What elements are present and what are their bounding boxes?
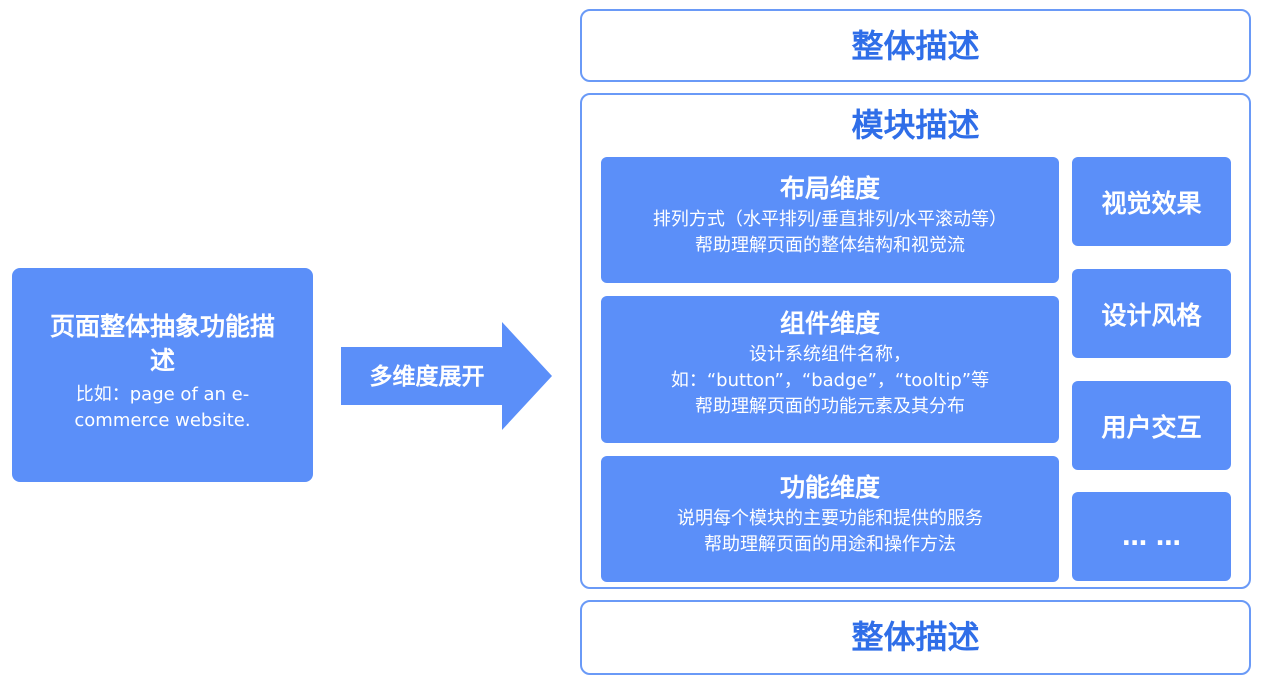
user-interaction-box: 用户交互: [1072, 381, 1231, 470]
expand-arrow-icon: [341, 322, 552, 430]
component-dimension-desc-2: 帮助理解页面的功能元素及其分布: [695, 396, 965, 417]
page-abstract-box: 页面整体抽象功能描述 比如：page of an e-commerce webs…: [12, 268, 313, 482]
module-description-title: 模块描述: [851, 106, 980, 144]
more-ellipsis-box: … …: [1072, 492, 1231, 581]
page-abstract-example: 比如：page of an e-commerce website.: [74, 384, 251, 431]
component-dimension-desc-1: 设计系统组件名称，如：“button”，“badge”，“tooltip”等: [670, 344, 990, 391]
overall-description-bottom: 整体描述: [580, 600, 1251, 675]
function-dimension-title: 功能维度: [779, 473, 880, 502]
layout-dimension-box: 布局维度 排列方式（水平排列/垂直排列/水平滚动等） 帮助理解页面的整体结构和视…: [601, 157, 1059, 283]
function-dimension-desc-2: 帮助理解页面的用途和操作方法: [704, 534, 956, 555]
visual-effect-box: 视觉效果: [1072, 157, 1231, 246]
component-dimension-title: 组件维度: [779, 309, 880, 338]
layout-dimension-title: 布局维度: [779, 174, 880, 203]
component-dimension-box: 组件维度 设计系统组件名称，如：“button”，“badge”，“toolti…: [601, 296, 1059, 443]
overall-description-bottom-title: 整体描述: [851, 618, 980, 656]
layout-dimension-desc-1: 排列方式（水平排列/垂直排列/水平滚动等）: [652, 209, 1008, 230]
function-dimension-box: 功能维度 说明每个模块的主要功能和提供的服务 帮助理解页面的用途和操作方法: [601, 456, 1059, 582]
overall-description-top-title: 整体描述: [851, 27, 980, 65]
expand-arrow-label: 多维度展开: [369, 364, 485, 390]
function-dimension-desc-1: 说明每个模块的主要功能和提供的服务: [677, 508, 983, 529]
layout-dimension-desc-2: 帮助理解页面的整体结构和视觉流: [695, 235, 965, 256]
design-style-box: 设计风格: [1072, 269, 1231, 358]
page-abstract-title: 页面整体抽象功能描述: [49, 312, 275, 375]
overall-description-top: 整体描述: [580, 9, 1251, 82]
